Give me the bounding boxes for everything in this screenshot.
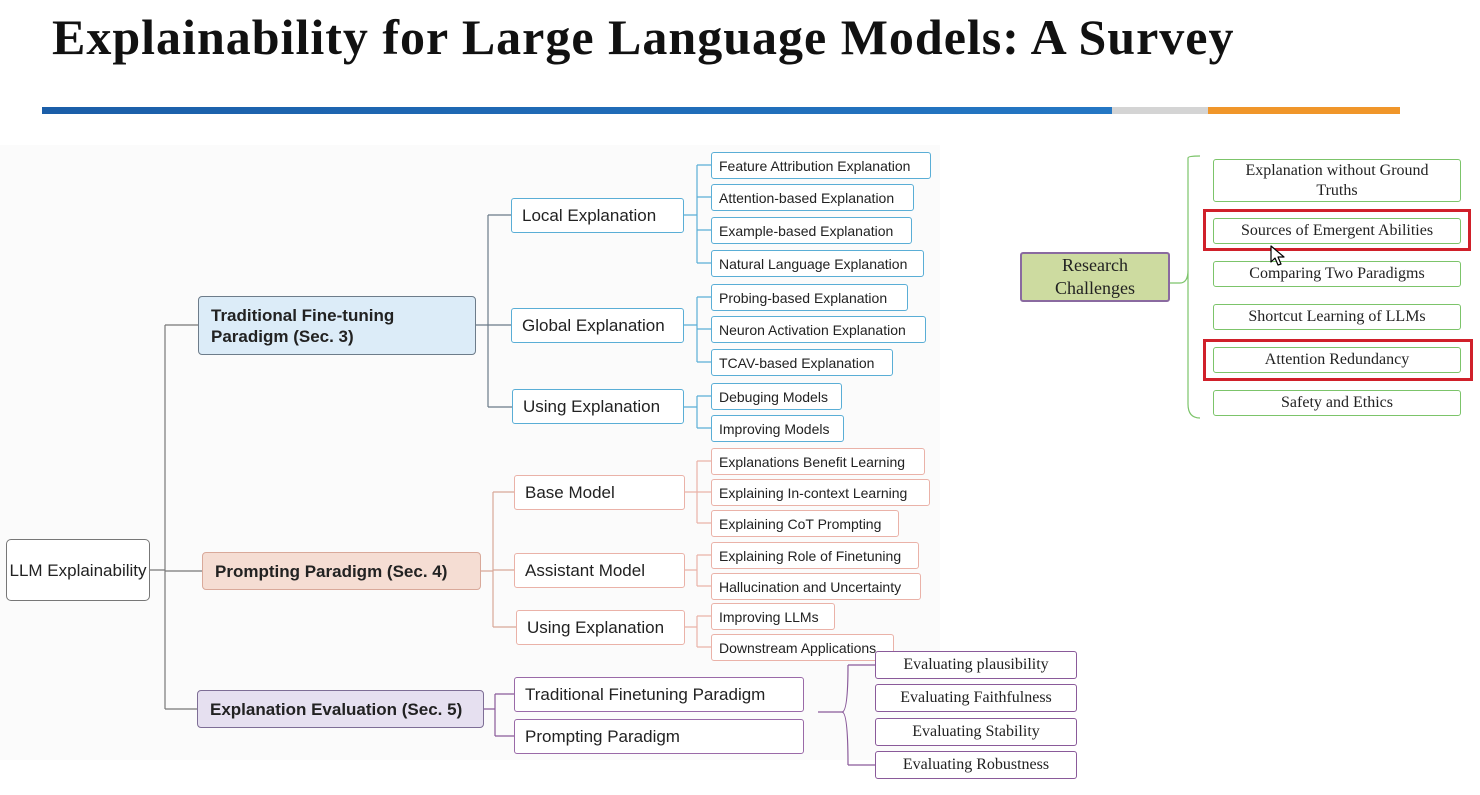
leaf-example-based: Example-based Explanation xyxy=(711,217,912,244)
header-rule-gray xyxy=(1112,107,1210,114)
leaf-explaining-role-finetuning: Explaining Role of Finetuning xyxy=(711,542,919,569)
header-rule-orange xyxy=(1208,107,1400,114)
leaf-feature-attribution: Feature Attribution Explanation xyxy=(711,152,931,179)
leaf-improving-llms: Improving LLMs xyxy=(711,603,835,630)
leaf-tcav-based: TCAV-based Explanation xyxy=(711,349,893,376)
node-assistant-model: Assistant Model xyxy=(514,553,685,588)
leaf-downstream-applications: Downstream Applications xyxy=(711,634,894,661)
challenge-sources-of-emergent-abilities: Sources of Emergent Abilities xyxy=(1213,218,1461,244)
node-using-explanation-traditional: Using Explanation xyxy=(512,389,684,424)
node-local-explanation: Local Explanation xyxy=(511,198,684,233)
node-explanation-evaluation: Explanation Evaluation (Sec. 5) xyxy=(197,690,484,728)
challenge-explanation-without-ground-truths: Explanation without Ground Truths xyxy=(1213,159,1461,202)
node-using-explanation-prompting: Using Explanation xyxy=(516,610,685,645)
node-global-explanation: Global Explanation xyxy=(511,308,684,343)
root-node-llm-explainability: LLM Explainability xyxy=(6,539,150,601)
leaf-improving-models: Improving Models xyxy=(711,415,844,442)
leaf-explaining-icl: Explaining In-context Learning xyxy=(711,479,930,506)
leaf-hallucination-uncertainty: Hallucination and Uncertainty xyxy=(711,573,921,600)
node-eval-prompting-paradigm: Prompting Paradigm xyxy=(514,719,804,754)
node-prompting-paradigm: Prompting Paradigm (Sec. 4) xyxy=(202,552,481,590)
header-rule-blue xyxy=(42,107,1114,114)
highlight-box-emergent-abilities xyxy=(1203,209,1471,251)
challenge-safety-and-ethics: Safety and Ethics xyxy=(1213,390,1461,416)
node-eval-traditional-finetuning: Traditional Finetuning Paradigm xyxy=(514,677,804,712)
leaf-evaluating-stability: Evaluating Stability xyxy=(875,718,1077,746)
node-base-model: Base Model xyxy=(514,475,685,510)
node-traditional-finetuning: Traditional Fine-tuning Paradigm (Sec. 3… xyxy=(198,296,476,355)
leaf-explanations-benefit-learning: Explanations Benefit Learning xyxy=(711,448,925,475)
leaf-debuging-models: Debuging Models xyxy=(711,383,842,410)
leaf-evaluating-plausibility: Evaluating plausibility xyxy=(875,651,1077,679)
leaf-attention-based: Attention-based Explanation xyxy=(711,184,914,211)
leaf-neuron-activation: Neuron Activation Explanation xyxy=(711,316,926,343)
page-title: Explainability for Large Language Models… xyxy=(52,9,1235,65)
challenge-shortcut-learning: Shortcut Learning of LLMs xyxy=(1213,304,1461,330)
research-challenges-node: Research Challenges xyxy=(1020,252,1170,302)
leaf-probing-based: Probing-based Explanation xyxy=(711,284,908,311)
leaf-natural-language: Natural Language Explanation xyxy=(711,250,924,277)
leaf-evaluating-faithfulness: Evaluating Faithfulness xyxy=(875,684,1077,712)
leaf-explaining-cot: Explaining CoT Prompting xyxy=(711,510,899,537)
challenge-attention-redundancy: Attention Redundancy xyxy=(1213,347,1461,373)
leaf-evaluating-robustness: Evaluating Robustness xyxy=(875,751,1077,779)
challenge-comparing-two-paradigms: Comparing Two Paradigms xyxy=(1213,261,1461,287)
highlight-box-attention-redundancy xyxy=(1203,339,1473,381)
mouse-pointer-icon xyxy=(1270,245,1285,266)
